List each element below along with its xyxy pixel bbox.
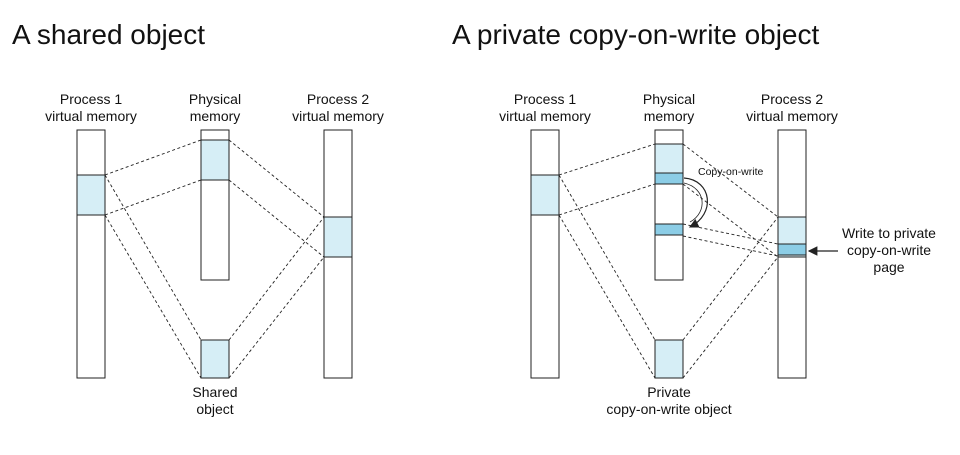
- copy-on-write-arrow: [683, 177, 708, 228]
- right-object-label-2: copy-on-write object: [606, 401, 731, 417]
- right-process2-cow-page: [777, 243, 807, 256]
- right-pm-label-2: memory: [644, 108, 695, 124]
- left-p2-label-2: virtual memory: [292, 108, 384, 124]
- right-private-object: [654, 339, 684, 379]
- left-p2-label-1: Process 2: [307, 91, 369, 107]
- left-shared-object: [200, 339, 230, 379]
- right-object-label-1: Private: [647, 384, 691, 400]
- right-p2-label-1: Process 2: [761, 91, 823, 107]
- left-p1-label-1: Process 1: [60, 91, 122, 107]
- write-label-3: page: [873, 259, 904, 275]
- left-process1-vm: [76, 129, 106, 379]
- left-object-label-1: Shared: [192, 384, 237, 400]
- copy-on-write-arrow-inner: [683, 182, 703, 223]
- left-object-label-2: object: [196, 401, 233, 417]
- right-p1-label-2: virtual memory: [499, 108, 591, 124]
- write-label-2: copy-on-write: [847, 242, 931, 258]
- left-p1-label-2: virtual memory: [45, 108, 137, 124]
- right-process1-region: [530, 174, 560, 216]
- left-pm-label-1: Physical: [189, 91, 241, 107]
- left-pm-label-2: memory: [190, 108, 241, 124]
- right-original-cow-page: [654, 172, 684, 185]
- right-pm-label-1: Physical: [643, 91, 695, 107]
- right-connectors: [558, 143, 779, 379]
- copy-on-write-label: Copy-on-write: [698, 166, 764, 178]
- right-process1-vm: [530, 129, 560, 379]
- right-p1-label-1: Process 1: [514, 91, 576, 107]
- right-p2-label-2: virtual memory: [746, 108, 838, 124]
- left-physical-region: [200, 139, 230, 181]
- write-label-1: Write to private: [842, 225, 936, 241]
- right-copied-cow-page: [654, 223, 684, 236]
- right-title: A private copy-on-write object: [452, 19, 820, 50]
- left-title: A shared object: [12, 19, 205, 50]
- left-process2-region: [323, 216, 353, 258]
- left-connectors: [104, 139, 325, 379]
- left-process1-region: [76, 174, 106, 216]
